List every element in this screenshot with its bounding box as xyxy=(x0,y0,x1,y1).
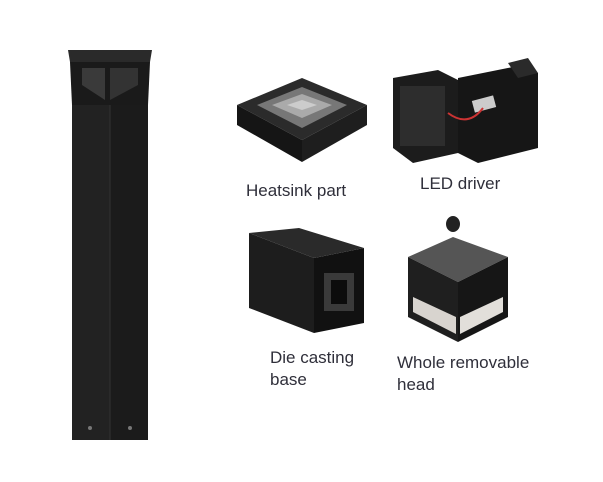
led-driver-image xyxy=(393,58,538,163)
removable-head-label-line2: head xyxy=(397,375,435,394)
die-casting-label-line2: base xyxy=(270,370,307,389)
heatsink-label: Heatsink part xyxy=(246,181,347,200)
led-driver-label: LED driver xyxy=(420,174,501,193)
die-casting-label-line1: Die casting xyxy=(270,348,355,367)
removable-head-image xyxy=(408,216,508,342)
removable-head-label-line1: Whole removable xyxy=(397,353,530,372)
heatsink-image xyxy=(237,78,367,162)
die-casting-base-image xyxy=(249,228,364,333)
bollard-light-image xyxy=(68,50,152,440)
